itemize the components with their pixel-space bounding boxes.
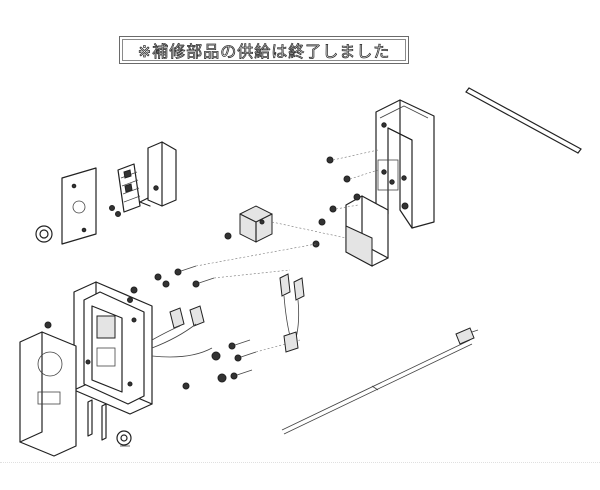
- long-cable: [281, 327, 479, 435]
- bottom-divider: [0, 462, 600, 463]
- long-rod: [465, 87, 582, 154]
- discontinued-notice-box: ※補修部品の供給は終了しました: [119, 36, 409, 64]
- discontinued-notice-text: ※補修部品の供給は終了しました: [137, 42, 391, 62]
- main-unit-connectors: [151, 305, 227, 390]
- terminal-block: [109, 163, 141, 217]
- intercom-main-unit: [73, 281, 153, 415]
- inner-mounting-box: [345, 195, 389, 267]
- left-screws: [44, 243, 317, 329]
- notice-inner-frame: [122, 39, 406, 61]
- relay-block: [224, 205, 347, 243]
- key-pins: [87, 399, 132, 447]
- front-cover: [19, 331, 77, 457]
- terminal-bracket: [139, 141, 177, 207]
- grommet: [35, 225, 53, 243]
- short-harness: [279, 273, 305, 353]
- wall-housing-frame: [375, 99, 435, 229]
- housing-screws: [312, 149, 409, 248]
- mounting-bolts: [228, 339, 301, 380]
- wall-plate: [61, 167, 97, 245]
